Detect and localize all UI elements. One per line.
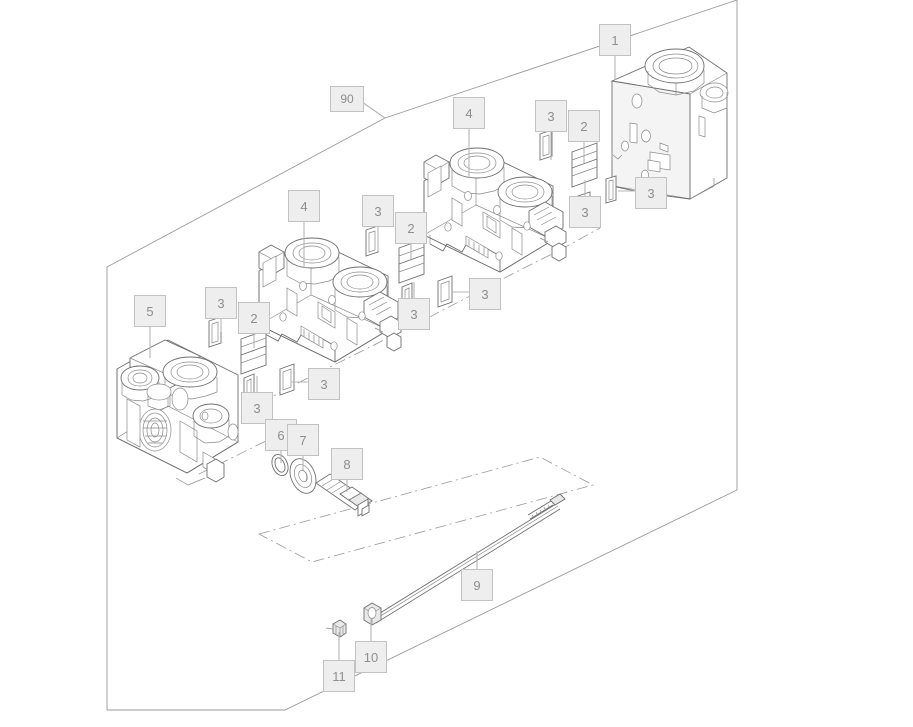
callout-3-c3a[interactable]: 3 bbox=[535, 100, 567, 132]
leader-line-c90 bbox=[361, 101, 386, 119]
callout-3-c3g[interactable]: 3 bbox=[205, 287, 237, 319]
seal-plate-lower-right bbox=[279, 363, 295, 396]
callout-9-c9[interactable]: 9 bbox=[461, 569, 493, 601]
callout-label-text: 2 bbox=[580, 118, 588, 134]
callout-label-text: 10 bbox=[363, 649, 379, 665]
callout-label-text: 3 bbox=[253, 400, 261, 416]
callout-label-text: 7 bbox=[299, 432, 307, 448]
callout-3-c3h[interactable]: 3 bbox=[308, 368, 340, 400]
callout-2-c2a[interactable]: 2 bbox=[568, 110, 600, 142]
callout-label-text: 1 bbox=[611, 32, 619, 48]
callout-label-text: 9 bbox=[473, 577, 481, 593]
callout-label-text: 3 bbox=[217, 295, 225, 311]
part-4-valve-body-middle bbox=[423, 147, 567, 273]
callout-label-text: 3 bbox=[374, 203, 382, 219]
part-10-nut bbox=[363, 602, 382, 626]
callout-3-c3i[interactable]: 3 bbox=[241, 392, 273, 424]
callout-label-text: 6 bbox=[277, 427, 285, 443]
callout-11-c11[interactable]: 11 bbox=[323, 660, 355, 692]
callout-3-c3f[interactable]: 3 bbox=[398, 298, 430, 330]
callout-label-text: 8 bbox=[343, 456, 351, 472]
callout-2-c2b[interactable]: 2 bbox=[395, 212, 427, 244]
section-frame bbox=[106, 0, 738, 711]
callout-leader-lines bbox=[149, 56, 635, 660]
callout-label-text: 90 bbox=[340, 92, 354, 106]
part-7-washer bbox=[289, 458, 317, 494]
part-5-inlet-manifold bbox=[116, 339, 239, 486]
callout-label-text: 2 bbox=[407, 220, 415, 236]
callout-label-text: 3 bbox=[410, 306, 418, 322]
callout-1-c1[interactable]: 1 bbox=[599, 24, 631, 56]
callout-label-text: 4 bbox=[465, 105, 473, 121]
part-8-relief-valve-cartridge bbox=[315, 473, 373, 517]
callout-label-text: 3 bbox=[481, 286, 489, 302]
tie-rod-envelope bbox=[257, 456, 595, 563]
callout-3-c3e[interactable]: 3 bbox=[469, 278, 501, 310]
callout-label-text: 4 bbox=[300, 198, 308, 214]
callout-label-text: 3 bbox=[547, 108, 555, 124]
part-4-valve-body-lower bbox=[258, 237, 402, 363]
callout-label-text: 5 bbox=[146, 303, 154, 319]
callout-label-text: 2 bbox=[250, 310, 258, 326]
callout-label-text: 3 bbox=[320, 376, 328, 392]
callout-90-c90[interactable]: 90 bbox=[330, 86, 364, 112]
callout-label-text: 11 bbox=[332, 668, 346, 684]
callout-4-c4b[interactable]: 4 bbox=[288, 190, 320, 222]
part-6-o-ring bbox=[271, 453, 289, 477]
part-1-valve-body-end-section bbox=[610, 46, 729, 200]
callout-label-text: 3 bbox=[647, 185, 655, 201]
callout-3-c3d[interactable]: 3 bbox=[362, 195, 394, 227]
callout-10-c10[interactable]: 10 bbox=[355, 641, 387, 673]
callout-7-c7[interactable]: 7 bbox=[287, 424, 319, 456]
part-9-tie-rod bbox=[371, 493, 566, 624]
callout-2-c2c[interactable]: 2 bbox=[238, 302, 270, 334]
callout-label-text: 3 bbox=[581, 204, 589, 220]
callout-3-c3c[interactable]: 3 bbox=[569, 196, 601, 228]
part-11-washer-small bbox=[325, 619, 347, 638]
callout-3-c3b[interactable]: 3 bbox=[635, 177, 667, 209]
callout-4-c4a[interactable]: 4 bbox=[453, 97, 485, 129]
callout-8-c8[interactable]: 8 bbox=[331, 448, 363, 480]
callout-5-c5[interactable]: 5 bbox=[134, 295, 166, 327]
seal-plate-middle-lower bbox=[437, 275, 453, 308]
